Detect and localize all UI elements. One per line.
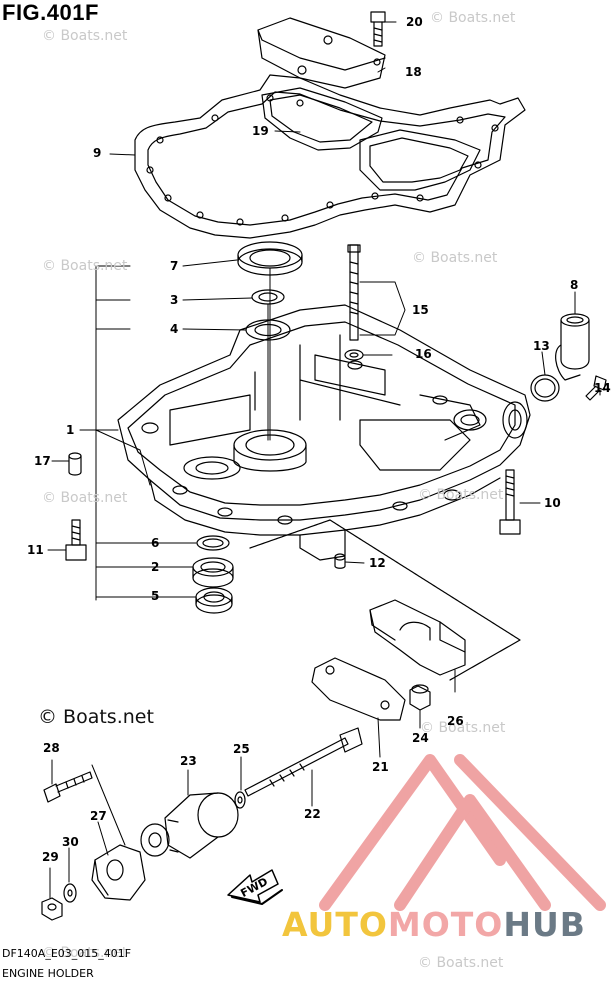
nut-29	[41, 897, 63, 921]
callout-20: 20	[406, 15, 423, 29]
callout-14: 14	[594, 381, 611, 395]
callout-23: 23	[180, 754, 197, 768]
brand-part-1: AUTO	[282, 905, 388, 944]
rubber-mount-23	[140, 792, 239, 859]
callout-4: 4	[170, 322, 179, 336]
studs-15	[347, 244, 361, 341]
figure-caption: ENGINE HOLDER	[2, 967, 94, 980]
callout-2: 2	[151, 560, 160, 574]
callout-27: 27	[90, 809, 107, 823]
figure-title: FIG.401F	[2, 0, 99, 25]
callout-10: 10	[544, 496, 561, 510]
dowel-12	[334, 553, 346, 569]
watermark: © Boats.net	[42, 490, 128, 506]
watermark: © Boats.net	[42, 258, 128, 274]
bolt-10	[499, 469, 521, 535]
bracket-27	[91, 844, 146, 901]
callout-12: 12	[369, 556, 386, 570]
callout-3: 3	[170, 293, 179, 307]
cover-plate	[257, 17, 386, 89]
bolt-11	[65, 519, 87, 561]
callout-29: 29	[42, 850, 59, 864]
callout-26: 26	[447, 714, 464, 728]
hose-fitting-8	[555, 313, 590, 381]
upper-gasket	[134, 74, 526, 239]
watermark: © Boats.net	[42, 28, 128, 44]
lower-bearings	[192, 535, 234, 614]
brand-part-2: MOTO	[387, 905, 504, 944]
callout-8: 8	[570, 278, 579, 292]
long-bolt-22	[244, 727, 363, 797]
watermark: © Boats.net	[412, 250, 498, 266]
callout-24: 24	[412, 731, 429, 745]
washer-25	[234, 791, 246, 809]
callout-18: 18	[405, 65, 422, 79]
callout-6: 6	[151, 536, 160, 550]
washer-30	[63, 883, 77, 903]
callout-16: 16	[415, 347, 432, 361]
inner-gasket	[261, 87, 383, 151]
brand-logo	[319, 754, 606, 911]
watermark: © Boats.net	[420, 720, 506, 736]
collar-24	[409, 684, 431, 711]
pin-17	[68, 452, 82, 476]
callout-9: 9	[93, 146, 102, 160]
washer-16	[344, 349, 364, 361]
callout-7: 7	[170, 259, 179, 273]
watermark: © Boats.net	[418, 955, 504, 971]
watermark: © Boats.net	[42, 945, 128, 961]
watermark: © Boats.net	[430, 10, 516, 26]
figure-code: DF140A_E03_015_401F	[2, 947, 132, 960]
brand-part-3: HUB	[503, 905, 586, 944]
bolt-20	[370, 11, 386, 47]
callout-25: 25	[233, 742, 250, 756]
callout-17: 17	[34, 454, 51, 468]
brand-wordmark: AUTOMOTOHUB	[282, 905, 586, 944]
callout-11: 11	[27, 543, 44, 557]
callout-1: 1	[66, 423, 75, 437]
mount-bracket-26	[369, 599, 466, 676]
watermark: © Boats.net	[418, 487, 504, 503]
callout-22: 22	[304, 807, 321, 821]
callout-15: 15	[412, 303, 429, 317]
plate-21	[311, 657, 406, 721]
callout-28: 28	[43, 741, 60, 755]
assembly-outline	[249, 519, 521, 681]
callout-19: 19	[252, 124, 269, 138]
watermark-main: © Boats.net	[38, 706, 154, 728]
bolt-14	[585, 375, 607, 401]
leader-lines	[47, 21, 601, 899]
callout-13: 13	[533, 339, 550, 353]
bolt-28	[43, 771, 93, 803]
callout-21: 21	[372, 760, 389, 774]
fwd-arrow	[227, 869, 283, 905]
callout-30: 30	[62, 835, 79, 849]
callout-5: 5	[151, 589, 160, 603]
